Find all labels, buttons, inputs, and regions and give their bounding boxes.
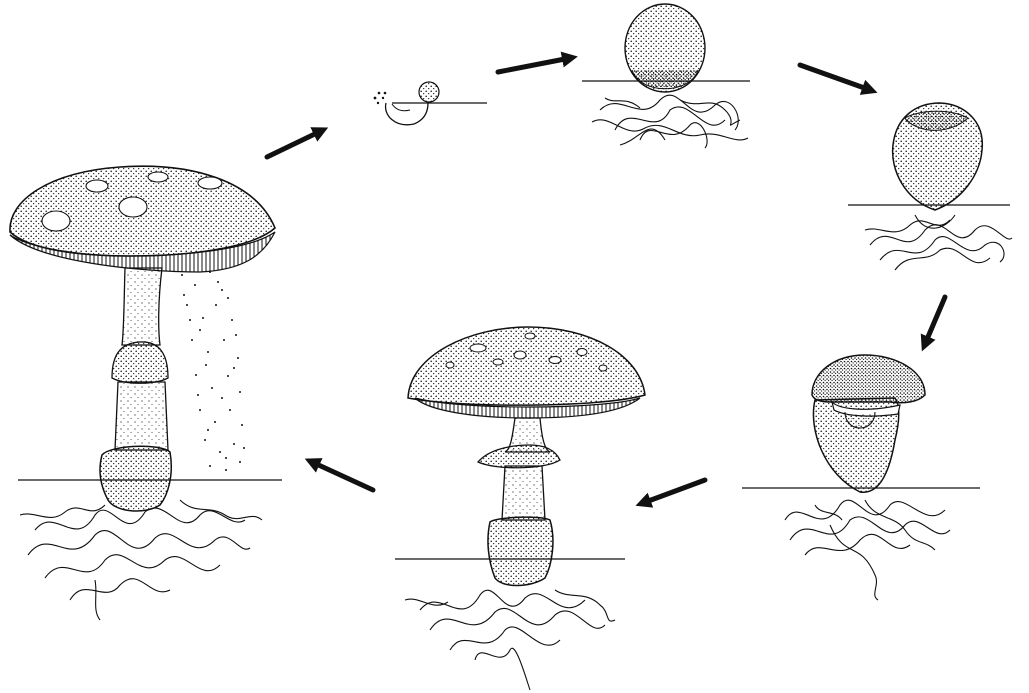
stage-egg xyxy=(848,103,1012,270)
stage-veil-rupture xyxy=(742,355,980,600)
arrow-4 xyxy=(925,297,945,344)
arrow-3 xyxy=(800,65,870,90)
stage-mature-fruiting-body xyxy=(10,166,282,620)
stage-button xyxy=(582,4,750,148)
arrow-2 xyxy=(498,58,570,72)
falling-spores xyxy=(181,271,245,471)
stage-spore-germination xyxy=(374,82,487,125)
arrow-6 xyxy=(312,462,373,490)
stage-young-fruiting-body xyxy=(395,327,645,690)
arrow-1 xyxy=(267,131,321,157)
arrow-5 xyxy=(643,480,705,503)
